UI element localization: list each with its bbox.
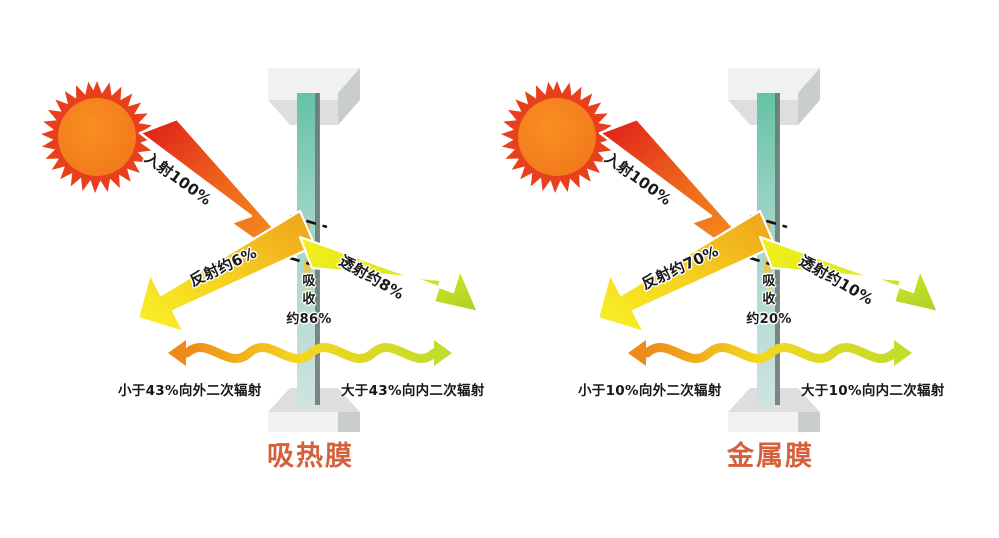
wave-arrow-head-right bbox=[894, 340, 912, 366]
panel-heat-absorbing-film: 入射100% 反射约6% 透射约8% 吸 收 约86% 小于43%向外二次辐射 … bbox=[0, 0, 499, 538]
sun-icon bbox=[41, 81, 153, 193]
reflected-ray-arrow bbox=[596, 209, 777, 334]
panel-metallic-film: 入射100% 反射约70% 透射约10% 吸 收 约20% 小于10%向外二次辐… bbox=[490, 0, 989, 538]
absorption-label-line2: 收 bbox=[762, 292, 776, 307]
panel-title: 金属膜 bbox=[727, 441, 814, 472]
wave-arrow-head-left bbox=[168, 340, 186, 366]
absorption-value: 约86% bbox=[286, 312, 332, 327]
inward-reradiation-label: 大于10%向内二次辐射 bbox=[801, 383, 945, 399]
wave-arrow-head-left bbox=[628, 340, 646, 366]
reflected-ray-arrow bbox=[136, 209, 317, 334]
absorption-label-line1: 吸 bbox=[762, 274, 776, 289]
transmitted-ray-arrow bbox=[298, 235, 480, 314]
outward-reradiation-label: 小于43%向外二次辐射 bbox=[118, 383, 262, 399]
reradiation-wave-arrow bbox=[168, 340, 452, 366]
absorption-value: 约20% bbox=[746, 312, 792, 327]
inward-reradiation-label: 大于43%向内二次辐射 bbox=[341, 383, 485, 399]
outward-reradiation-label: 小于10%向外二次辐射 bbox=[578, 383, 722, 399]
wave-arrow-head-right bbox=[434, 340, 452, 366]
transmitted-ray-arrow bbox=[758, 235, 940, 314]
absorption-label-line2: 收 bbox=[302, 292, 316, 307]
absorption-label-line1: 吸 bbox=[302, 274, 316, 289]
reradiation-wave-arrow bbox=[628, 340, 912, 366]
absorption-flame-icon bbox=[763, 222, 772, 310]
sun-icon bbox=[501, 81, 613, 193]
panel-title: 吸热膜 bbox=[267, 441, 354, 472]
absorption-flame-icon bbox=[303, 222, 312, 310]
